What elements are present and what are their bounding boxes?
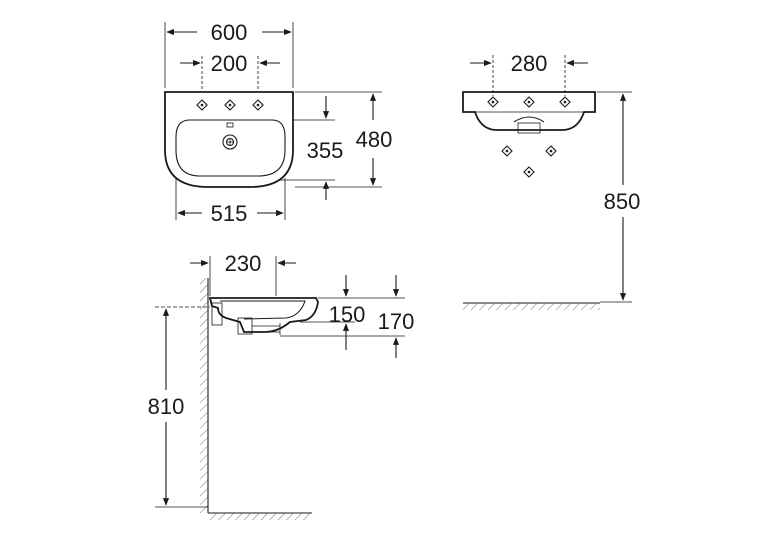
top-view: 600 200 515 355 480 [164, 20, 393, 226]
dim-230: 230 [225, 251, 262, 276]
dim-810: 810 [148, 394, 185, 419]
dim-200: 200 [211, 51, 248, 76]
dim-600: 600 [211, 20, 248, 45]
front-tap-center-icon [523, 96, 535, 108]
dim-150: 150 [329, 302, 366, 327]
tap-hole-left-icon [196, 99, 208, 111]
top-bowl-inner [175, 119, 286, 177]
dim-170: 170 [378, 309, 415, 334]
front-tap-right-icon [559, 96, 571, 108]
drain-icon [222, 134, 238, 150]
side-view: 230 150 170 810 [148, 251, 415, 520]
dim-515: 515 [211, 201, 248, 226]
side-basin-outline [208, 297, 319, 333]
tap-hole-right-icon [252, 99, 264, 111]
fixing-point-bottom-icon [523, 166, 535, 178]
dim-280: 280 [511, 51, 548, 76]
tap-hole-center-icon [224, 99, 236, 111]
dim-850: 850 [604, 189, 641, 214]
front-tap-left-icon [487, 96, 499, 108]
top-basin-outline [164, 91, 294, 188]
front-basin-outline [462, 91, 596, 131]
dim-480: 480 [356, 127, 393, 152]
fixing-point-right-icon [545, 145, 557, 157]
fixing-point-left-icon [501, 145, 513, 157]
front-view: 280 850 [462, 51, 641, 310]
dim-355: 355 [307, 138, 344, 163]
